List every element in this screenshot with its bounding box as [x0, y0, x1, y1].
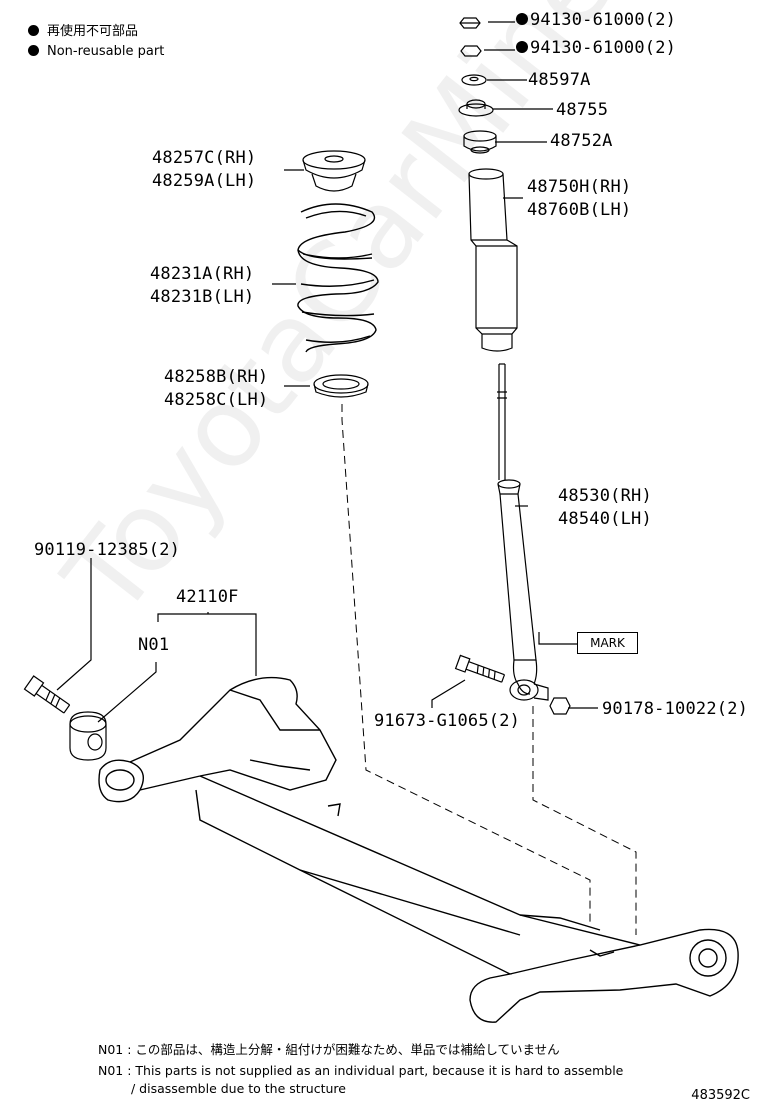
- part-label-48755[interactable]: 48755: [556, 100, 609, 120]
- part-label-48530-rh[interactable]: 48530(RH): [558, 486, 652, 506]
- mark-box: MARK: [577, 632, 638, 654]
- part-label-48258b-rh[interactable]: 48258B(RH): [164, 367, 269, 387]
- nut-second: [460, 45, 482, 57]
- part-label-48257c-rh[interactable]: 48257C(RH): [152, 148, 257, 168]
- part-number: 94130-61000(2): [530, 10, 677, 30]
- part-label-48760b-lh[interactable]: 48760B(LH): [527, 200, 632, 220]
- non-reusable-dot-icon: [28, 25, 39, 36]
- part-label-91673[interactable]: 91673-G1065(2): [374, 711, 521, 731]
- part-label-48540-lh[interactable]: 48540(LH): [558, 509, 652, 529]
- note-n01-jp: N01 : この部品は、構造上分解・組付けが困難なため、単品では補給していません: [98, 1042, 560, 1057]
- non-reusable-dot-icon: [516, 41, 528, 53]
- part-label-48752a[interactable]: 48752A: [550, 131, 613, 151]
- non-reusable-dot-icon: [516, 13, 528, 25]
- part-label-90119[interactable]: 90119-12385(2): [34, 540, 181, 560]
- diagram-code: 483592C: [691, 1088, 750, 1103]
- part-label-48750h-rh[interactable]: 48750H(RH): [527, 177, 632, 197]
- legend-en: Non-reusable part: [28, 44, 164, 60]
- nut-top: [459, 17, 481, 29]
- part-label-94130-b[interactable]: 94130-61000(2): [516, 37, 676, 59]
- part-label-48231a-rh[interactable]: 48231A(RH): [150, 264, 255, 284]
- part-label-42110f[interactable]: 42110F: [176, 587, 239, 607]
- part-label-48597a[interactable]: 48597A: [528, 70, 591, 90]
- part-label-48259a-lh[interactable]: 48259A(LH): [152, 171, 257, 191]
- legend-jp: 再使用不可部品: [28, 24, 138, 40]
- legend-jp-label: 再使用不可部品: [47, 24, 139, 39]
- part-label-94130-a[interactable]: 94130-61000(2): [516, 9, 676, 31]
- note-n01-en-line2: / disassemble due to the structure: [131, 1081, 346, 1096]
- note-n01-en-line1: N01 : This parts is not supplied as an i…: [98, 1063, 624, 1078]
- part-label-n01[interactable]: N01: [138, 635, 170, 655]
- part-number: 94130-61000(2): [530, 38, 677, 58]
- legend-en-label: Non-reusable part: [47, 44, 165, 59]
- non-reusable-dot-icon: [28, 45, 39, 56]
- part-label-90178[interactable]: 90178-10022(2): [602, 699, 749, 719]
- part-label-48231b-lh[interactable]: 48231B(LH): [150, 287, 255, 307]
- part-label-48258c-lh[interactable]: 48258C(LH): [164, 390, 269, 410]
